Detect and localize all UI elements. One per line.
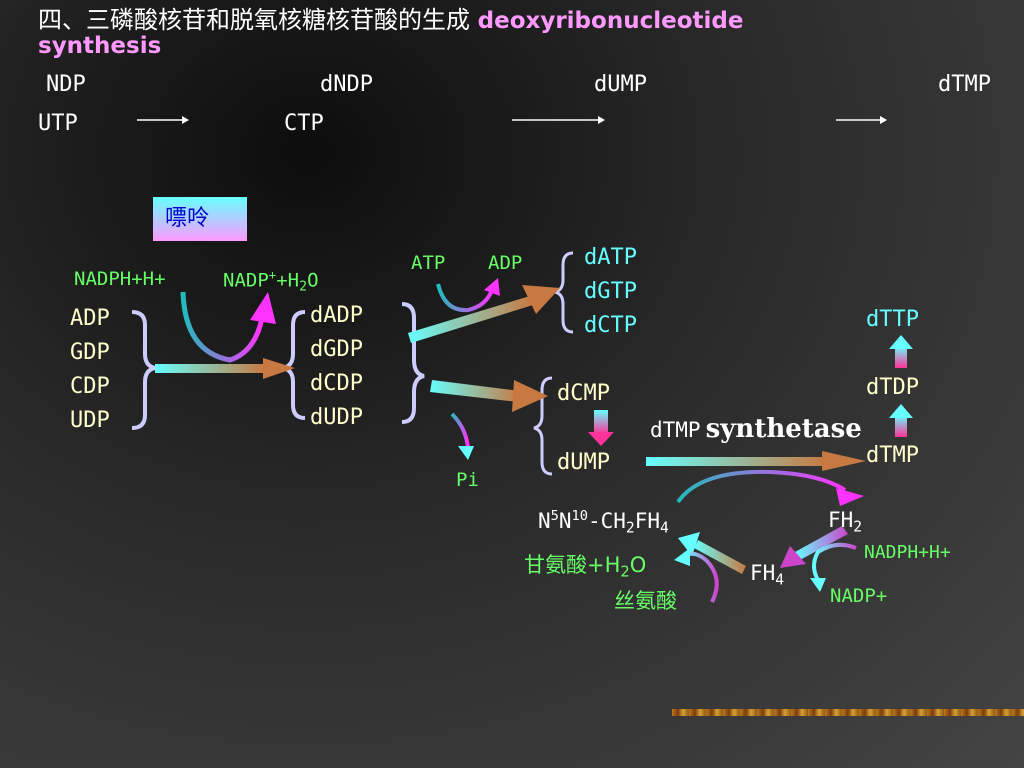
brace-triphosphates xyxy=(554,251,574,334)
dephosphorylation-arrow xyxy=(430,380,548,412)
serine-label: 丝氨酸 xyxy=(614,589,677,613)
atp-curve-arrow xyxy=(436,278,500,313)
product-dudp: dUDP xyxy=(310,405,363,430)
overview-ndp: NDP xyxy=(46,72,86,97)
purine-label: 嘌呤 xyxy=(165,206,210,231)
nadph-curve-arrow xyxy=(180,291,276,363)
pi-label: Pi xyxy=(456,469,479,491)
dtdp-label: dTDP xyxy=(866,375,919,400)
triphosphate-datp: dATP xyxy=(584,245,637,270)
triphosphate-dgtp: dGTP xyxy=(584,279,637,304)
fh4-to-methylene-arrow xyxy=(678,532,746,574)
purine-label-box: 嘌呤 xyxy=(153,197,247,241)
decorative-strip xyxy=(672,709,1024,716)
overview-arrow-2 xyxy=(512,116,605,124)
substrate-gdp: GDP xyxy=(70,340,110,365)
overview-dump: dUMP xyxy=(594,72,647,97)
nadph-nadp-curve xyxy=(810,542,857,592)
methylene-thf-label: N5N10-CH2FH4 xyxy=(538,508,669,537)
adp-label: ADP xyxy=(488,252,523,274)
nadp-h2o-label: NADP++H2O xyxy=(223,268,319,295)
pi-curve-arrow xyxy=(450,412,474,460)
fh2-to-fh4-arrow xyxy=(780,526,848,568)
dump-label: dUMP xyxy=(557,450,610,475)
folate-top-arc xyxy=(676,469,864,506)
synthetase-arrow xyxy=(646,451,866,471)
brace-substrates xyxy=(131,310,156,430)
fh2-label: FH2 xyxy=(828,508,863,536)
fh4-label: FH4 xyxy=(750,561,785,589)
dcmp-label: dCMP xyxy=(557,381,610,406)
dttp-label: dTTP xyxy=(866,307,919,332)
glycine-h2o-label: 甘氨酸+H2O xyxy=(524,553,647,581)
brace-monophosphates xyxy=(533,376,553,476)
product-dadp: dADP xyxy=(310,303,363,328)
substrate-adp: ADP xyxy=(70,306,110,331)
reduction-arrow xyxy=(155,358,295,379)
product-dcdp: dCDP xyxy=(310,371,363,396)
title-en-line2: synthesis xyxy=(38,33,162,59)
triphosphate-dctp: dCTP xyxy=(584,313,637,338)
brace-products-right xyxy=(401,302,425,424)
substrate-udp: UDP xyxy=(70,408,110,433)
brace-products-left xyxy=(282,310,306,420)
overview-arrow-3 xyxy=(836,116,887,124)
dtdp-to-dttp-arrow xyxy=(889,335,913,368)
overview-ctp: CTP xyxy=(284,111,324,136)
synthetase-label: dTMP synthetase xyxy=(650,414,862,444)
overview-dndp: dNDP xyxy=(320,72,373,97)
title-zh: 四、三磷酸核苷和脱氧核糖核苷酸的生成 xyxy=(38,6,470,34)
overview-utp: UTP xyxy=(38,111,78,136)
nadph-label: NADPH+H+ xyxy=(74,268,166,290)
dtmp-to-dtdp-arrow xyxy=(889,404,913,437)
folate-nadph-label: NADPH+H+ xyxy=(864,542,951,563)
overview-dtmp: dTMP xyxy=(938,72,991,97)
page-title: 四、三磷酸核苷和脱氧核糖核苷酸的生成 deoxyribonucleotide xyxy=(38,0,743,35)
phosphorylation-arrow xyxy=(408,285,560,343)
title-en-line1: deoxyribonucleotide xyxy=(477,8,744,34)
dtmp-product-label: dTMP xyxy=(866,443,919,468)
substrate-cdp: CDP xyxy=(70,374,110,399)
overview-arrow-1 xyxy=(137,116,189,124)
dcmp-to-dump-arrow xyxy=(588,410,614,446)
serine-glycine-curve xyxy=(674,548,719,603)
product-dgdp: dGDP xyxy=(310,337,363,362)
folate-nadp-label: NADP+ xyxy=(830,585,888,607)
atp-label: ATP xyxy=(411,252,446,274)
